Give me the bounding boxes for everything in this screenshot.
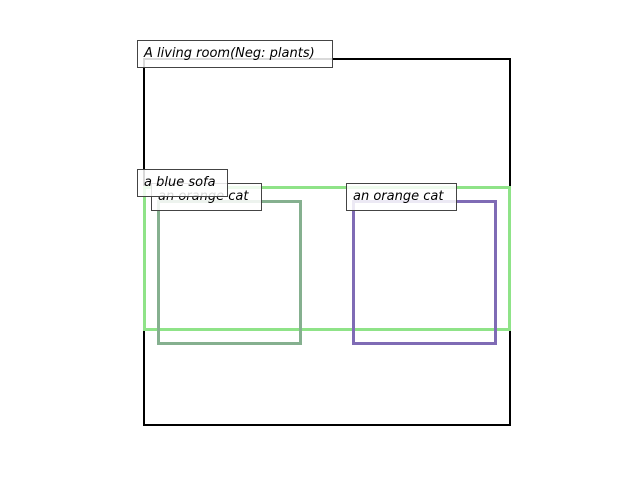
bbox-orange-cat-left bbox=[157, 200, 302, 345]
blue-sofa-label: a blue sofa bbox=[137, 169, 228, 197]
scene-caption-label: A living room(Neg: plants) bbox=[137, 40, 333, 68]
bbox-blue-sofa bbox=[143, 186, 511, 331]
orange-cat-right-label: an orange cat bbox=[346, 183, 457, 211]
bbox-orange-cat-right bbox=[352, 200, 497, 345]
